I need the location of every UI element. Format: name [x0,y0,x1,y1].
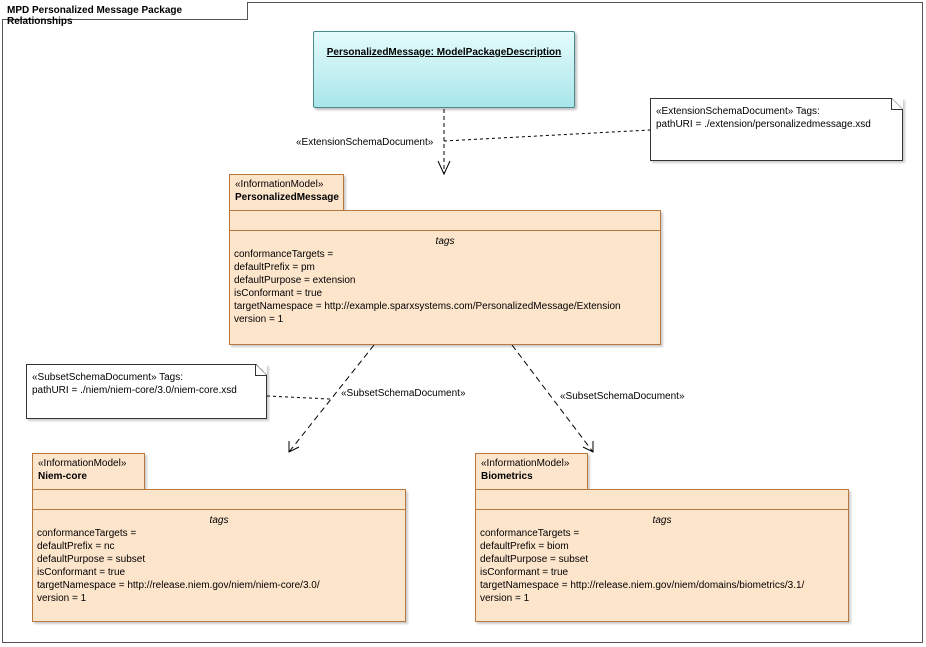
personalized-tags-compartment: tags conformanceTargets = defaultPrefix … [230,230,660,344]
biometrics-stereotype: «InformationModel» [481,458,570,469]
diagram-title: MPD Personalized Message Package Relatio… [2,2,248,27]
biometrics-tag: targetNamespace = http://release.niem.go… [480,580,805,591]
biometrics-tags-header: tags [652,515,672,526]
niemcore-tags-header: tags [209,515,229,526]
subset-left-dependency-line [288,344,375,453]
biometrics-tag: version = 1 [480,593,530,604]
extension-connector-label: «ExtensionSchemaDocument» [296,137,434,148]
niemcore-package-body[interactable]: tags conformanceTargets = defaultPrefix … [32,489,406,622]
biometrics-package-tab[interactable]: «InformationModel» Biometrics [475,453,588,490]
biometrics-package-body[interactable]: tags conformanceTargets = defaultPrefix … [475,489,849,622]
extension-note[interactable]: «ExtensionSchemaDocument» Tags: pathURI … [650,98,903,161]
niemcore-tag: defaultPurpose = subset [37,554,146,565]
personalized-tag: defaultPrefix = pm [234,262,315,273]
personalized-stereotype: «InformationModel» [235,179,324,190]
niemcore-tag: defaultPrefix = nc [37,541,115,552]
niemcore-tag: targetNamespace = http://release.niem.go… [37,580,320,591]
biometrics-tag: conformanceTargets = [480,528,580,539]
note-fold-icon [891,98,903,110]
niemcore-package-tab[interactable]: «InformationModel» Niem-core [32,453,145,490]
niemcore-name: Niem-core [38,471,87,482]
note-fold-icon [255,364,267,376]
extension-arrowhead [437,160,451,176]
subset-right-connector-label: «SubsetSchemaDocument» [560,391,685,402]
subset-note-line2: pathURI = ./niem/niem-core/3.0/niem-core… [32,385,237,396]
personalized-tag: isConformant = true [234,288,323,299]
biometrics-tag: defaultPurpose = subset [480,554,589,565]
subset-right-dependency-line [511,344,594,453]
personalized-package-tab[interactable]: «InformationModel» PersonalizedMessage [229,174,344,211]
subset-left-arrowhead [288,441,300,453]
biometrics-tag: defaultPrefix = biom [480,541,569,552]
extension-note-link [443,129,651,142]
personalized-tags-header: tags [435,236,455,247]
personalized-package-body[interactable]: tags conformanceTargets = defaultPrefix … [229,210,661,345]
personalized-name: PersonalizedMessage [235,192,339,203]
subset-note[interactable]: «SubsetSchemaDocument» Tags: pathURI = .… [26,364,267,419]
extension-note-line1: «ExtensionSchemaDocument» Tags: [656,106,820,117]
biometrics-tags-compartment: tags conformanceTargets = defaultPrefix … [476,509,848,621]
biometrics-name: Biometrics [481,471,533,482]
personalized-tag: targetNamespace = http://example.sparxsy… [234,301,621,312]
mpd-element[interactable]: PersonalizedMessage: ModelPackageDescrip… [313,31,575,108]
subset-right-arrowhead [582,441,594,453]
personalized-tag: version = 1 [234,314,284,325]
niemcore-tags-compartment: tags conformanceTargets = defaultPrefix … [33,509,405,621]
personalized-tag: defaultPurpose = extension [234,275,356,286]
subset-note-link [266,395,331,400]
niemcore-tag: isConformant = true [37,567,126,578]
niemcore-tag: version = 1 [37,593,87,604]
niemcore-stereotype: «InformationModel» [38,458,127,469]
personalized-tag: conformanceTargets = [234,249,334,260]
mpd-name: PersonalizedMessage: ModelPackageDescrip… [326,47,562,58]
niemcore-tag: conformanceTargets = [37,528,137,539]
biometrics-tag: isConformant = true [480,567,569,578]
extension-note-line2: pathURI = ./extension/personalizedmessag… [656,119,871,130]
subset-note-line1: «SubsetSchemaDocument» Tags: [32,372,184,383]
subset-left-connector-label: «SubsetSchemaDocument» [341,388,466,399]
